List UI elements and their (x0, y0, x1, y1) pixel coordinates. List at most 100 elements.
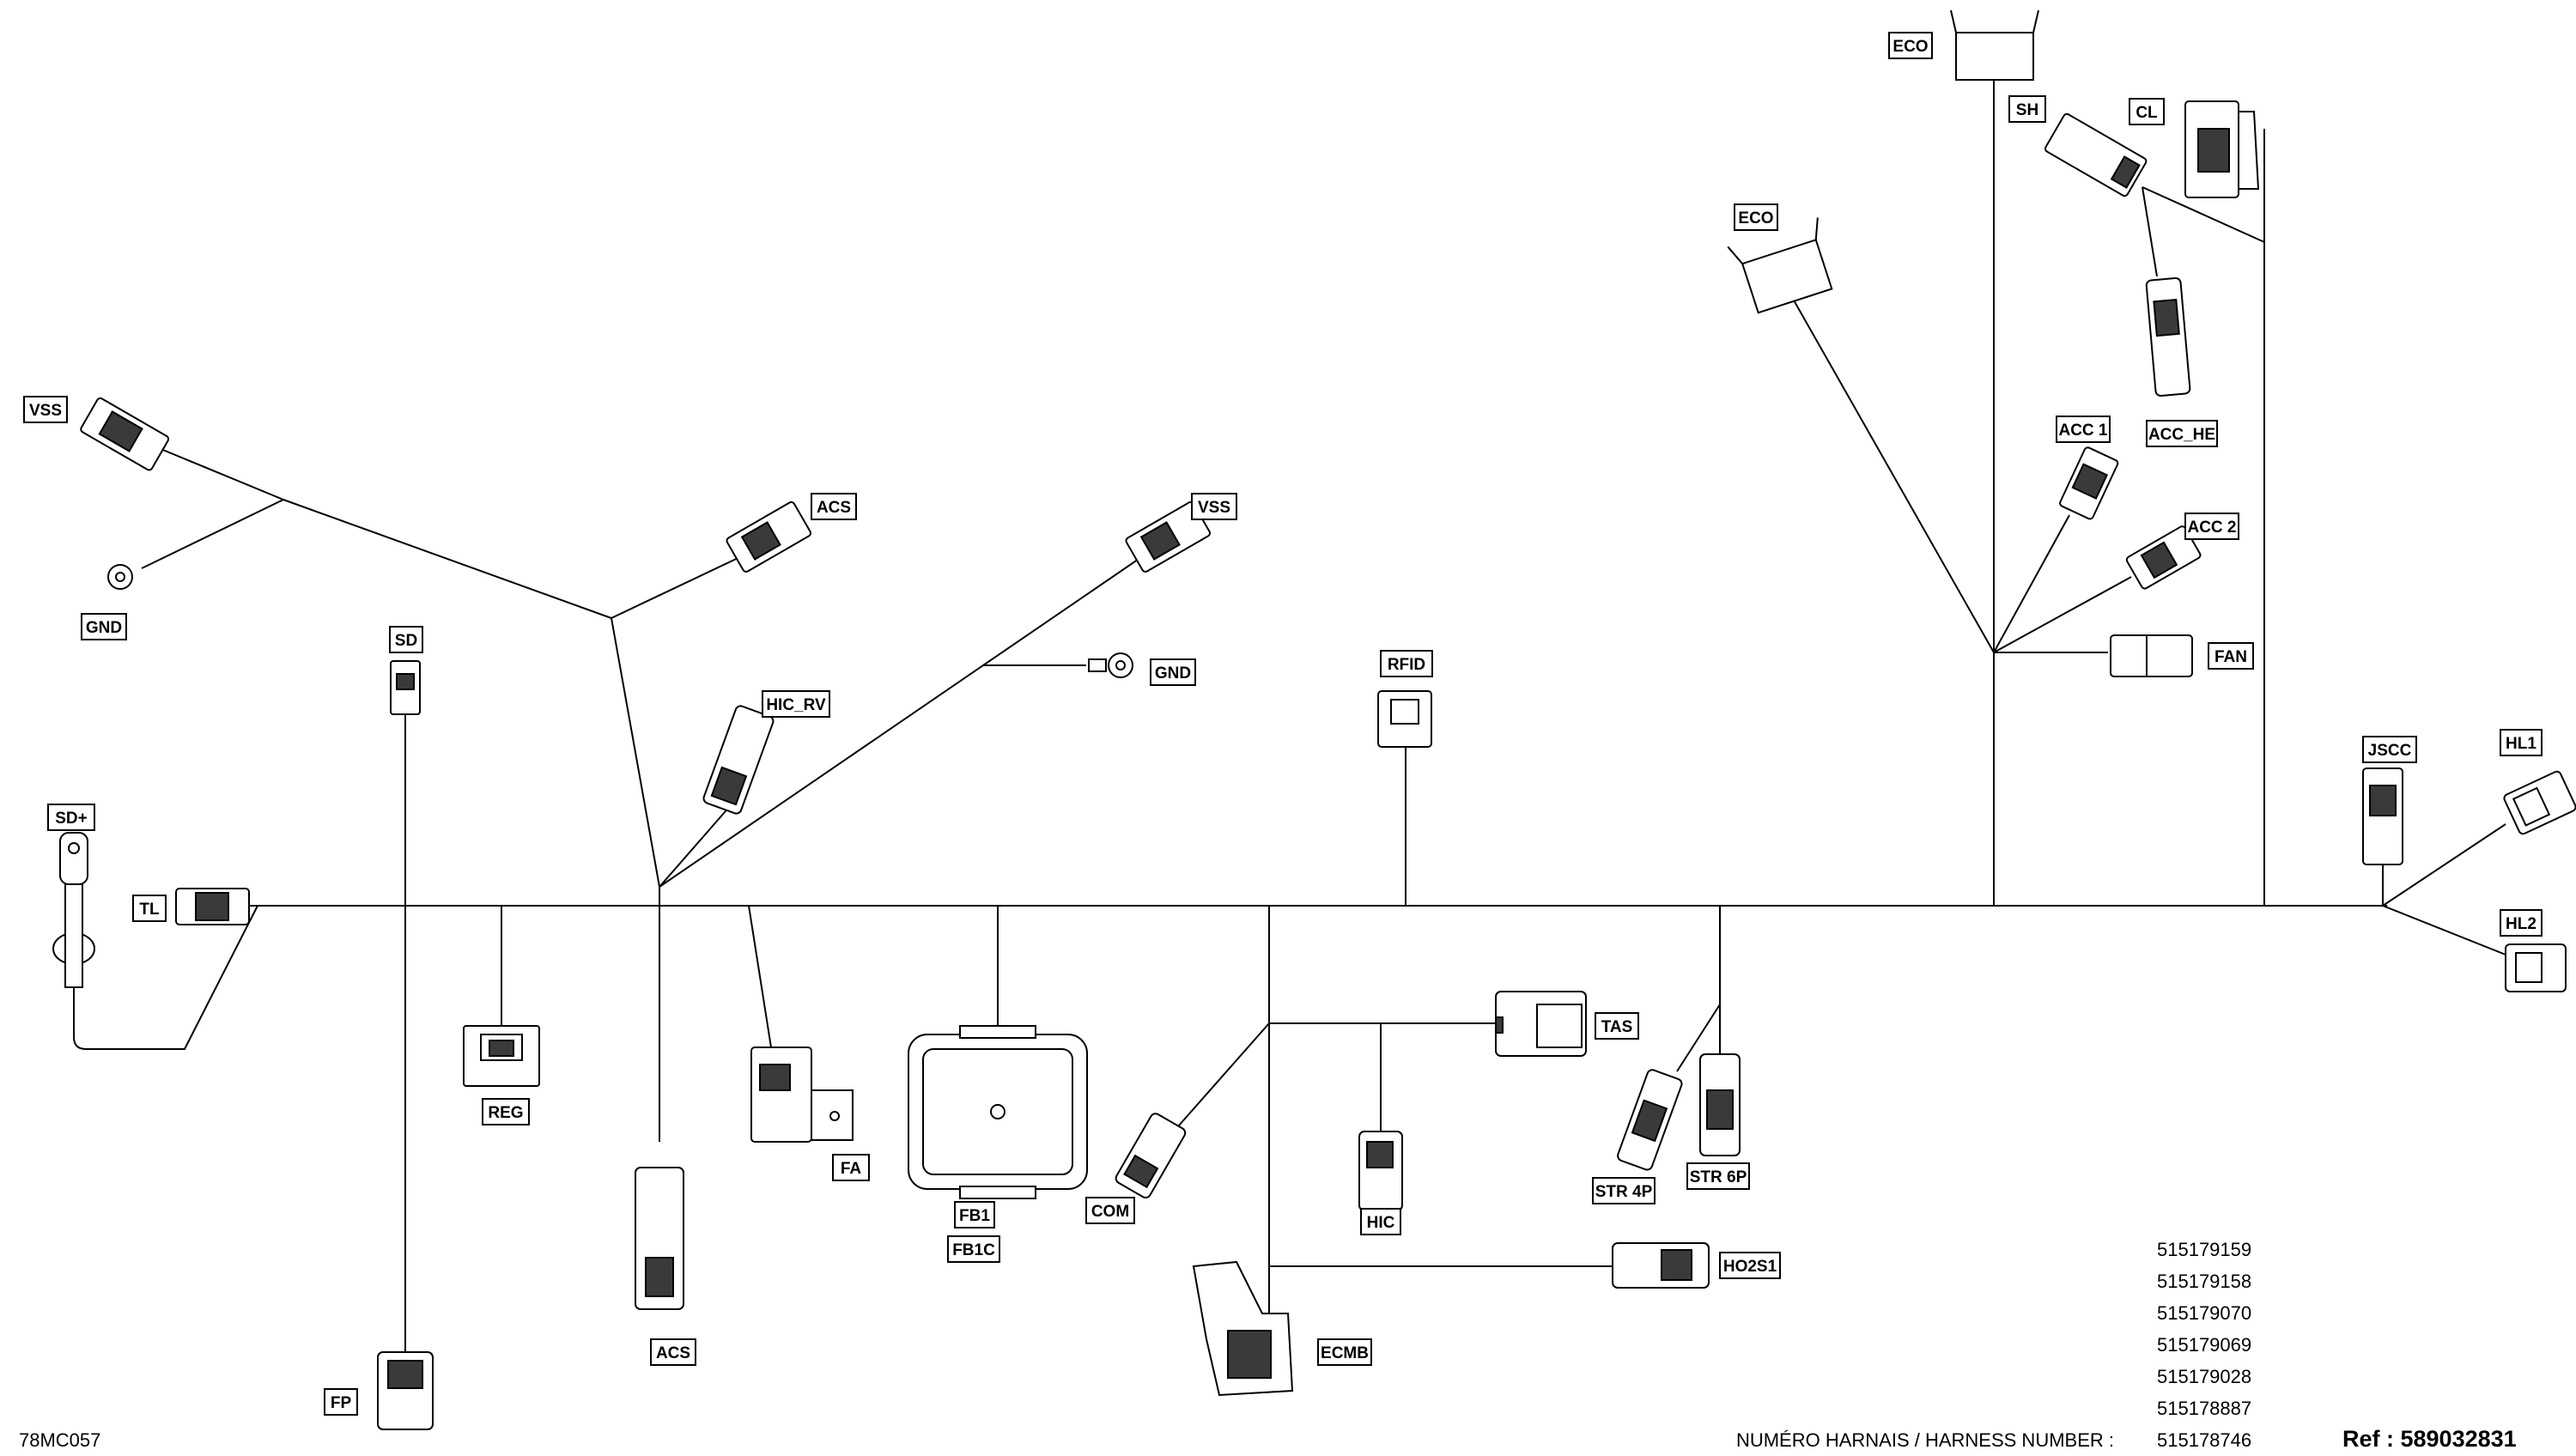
svg-text:GND: GND (1155, 664, 1191, 682)
vss-left-connector (80, 397, 170, 471)
svg-text:ACS: ACS (656, 1344, 690, 1362)
eco-mid-connector (1727, 217, 1833, 314)
label-rfid: RFID (1380, 650, 1433, 677)
svg-text:JSCC: JSCC (2368, 742, 2412, 760)
svg-text:REG: REG (488, 1104, 523, 1122)
sh-connector (2044, 112, 2148, 197)
label-acc-he: ACC_HE (2146, 420, 2218, 447)
label-eco-mid: ECO (1734, 203, 1778, 231)
harness-number: 515179159 (2157, 1239, 2251, 1260)
svg-text:SD: SD (395, 632, 417, 650)
label-hic: HIC (1360, 1208, 1401, 1235)
label-fb1: FB1 (954, 1201, 995, 1228)
svg-text:HO2S1: HO2S1 (1723, 1258, 1777, 1276)
label-str6p: STR 6P (1686, 1162, 1750, 1190)
gnd-left-ring-terminal (107, 564, 133, 590)
svg-text:ACC 2: ACC 2 (2187, 519, 2236, 537)
label-fp: FP (324, 1388, 358, 1416)
fb1-fuse-box (908, 1025, 1088, 1199)
acc2-connector (2125, 525, 2202, 590)
svg-text:VSS: VSS (29, 402, 62, 420)
svg-text:FB1C: FB1C (952, 1241, 995, 1259)
svg-text:HIC_RV: HIC_RV (766, 696, 826, 714)
label-tl: TL (132, 895, 167, 922)
figure-code: 78MC057 (19, 1429, 100, 1451)
acs-bottom-connector (635, 1167, 684, 1310)
label-hl1: HL1 (2500, 729, 2543, 756)
label-vss-left: VSS (23, 396, 68, 423)
hic-rv-connector (702, 705, 775, 815)
harness-number-caption: NUMÉRO HARNAIS / HARNESS NUMBER : (1736, 1429, 2114, 1451)
tas-connector (1495, 991, 1587, 1057)
label-cl: CL (2129, 98, 2165, 125)
label-fb1c: FB1C (947, 1235, 1000, 1263)
label-hic-rv: HIC_RV (762, 690, 830, 718)
svg-text:FP: FP (331, 1394, 352, 1412)
svg-text:ACS: ACS (817, 499, 851, 517)
ho2s1-connector (1612, 1242, 1710, 1289)
ecmb-connector (1192, 1260, 1294, 1397)
svg-text:CL: CL (2136, 104, 2158, 122)
label-acs-bottom: ACS (650, 1338, 696, 1366)
label-sh: SH (2008, 95, 2046, 123)
svg-text:ACC 1: ACC 1 (2058, 422, 2107, 440)
svg-text:COM: COM (1091, 1203, 1129, 1221)
eco-top-connector (1950, 9, 2039, 81)
label-hl2: HL2 (2500, 909, 2543, 937)
str4p-connector (1617, 1069, 1683, 1171)
svg-text:TL: TL (139, 901, 160, 919)
harness-wires (73, 70, 2506, 1352)
acs-top-connector (726, 500, 812, 573)
svg-text:FAN: FAN (2215, 648, 2247, 666)
label-jscc: JSCC (2362, 736, 2417, 763)
rfid-connector (1377, 690, 1432, 748)
svg-text:STR 6P: STR 6P (1690, 1168, 1747, 1186)
fa-connector (750, 1046, 854, 1143)
harness-number: 515178746 (2157, 1429, 2251, 1451)
label-gnd-left: GND (81, 613, 127, 640)
svg-text:ECO: ECO (1893, 38, 1928, 56)
label-fa: FA (832, 1154, 870, 1181)
label-vss-mid: VSS (1191, 493, 1237, 520)
svg-text:ECO: ECO (1738, 209, 1773, 228)
svg-text:HIC: HIC (1367, 1214, 1395, 1232)
hl1-connector (2503, 770, 2576, 835)
svg-text:RFID: RFID (1388, 656, 1425, 674)
svg-text:FB1: FB1 (959, 1207, 990, 1225)
harness-number-list: 515179159 515179158 515179070 515179069 … (2157, 1239, 2251, 1451)
acc1-connector (2059, 446, 2119, 520)
svg-text:GND: GND (86, 619, 122, 637)
fan-connector (2110, 634, 2193, 677)
harness-number: 515178887 (2157, 1398, 2251, 1419)
gnd-mid-ring-terminal (1088, 652, 1133, 678)
hl2-connector (2505, 943, 2567, 992)
label-sd-plus: SD+ (47, 804, 95, 831)
svg-text:FA: FA (841, 1160, 862, 1178)
svg-text:SD+: SD+ (55, 810, 88, 828)
svg-text:HL1: HL1 (2506, 735, 2537, 753)
label-gnd-mid: GND (1150, 658, 1196, 686)
svg-text:TAS: TAS (1601, 1018, 1633, 1036)
label-sd: SD (389, 626, 423, 653)
svg-text:SH: SH (2016, 101, 2038, 119)
label-fan: FAN (2208, 642, 2254, 670)
label-ecmb: ECMB (1317, 1338, 1372, 1366)
tl-connector (175, 888, 250, 925)
harness-number: 515179028 (2157, 1366, 2251, 1387)
label-reg: REG (482, 1098, 530, 1125)
com-connector (1115, 1113, 1187, 1199)
label-str4p: STR 4P (1592, 1177, 1656, 1204)
label-tas: TAS (1595, 1012, 1639, 1040)
svg-text:HL2: HL2 (2506, 915, 2537, 933)
jscc-connector (2362, 767, 2403, 865)
sd-connector (390, 660, 421, 715)
label-acs-top: ACS (811, 493, 857, 520)
label-acc2: ACC 2 (2184, 513, 2239, 540)
harness-number: 515179070 (2157, 1302, 2251, 1324)
label-ho2s1: HO2S1 (1719, 1252, 1781, 1279)
svg-text:ACC_HE: ACC_HE (2148, 426, 2215, 444)
fp-connector (377, 1351, 434, 1430)
str6p-connector (1699, 1053, 1741, 1156)
svg-text:VSS: VSS (1198, 499, 1230, 517)
